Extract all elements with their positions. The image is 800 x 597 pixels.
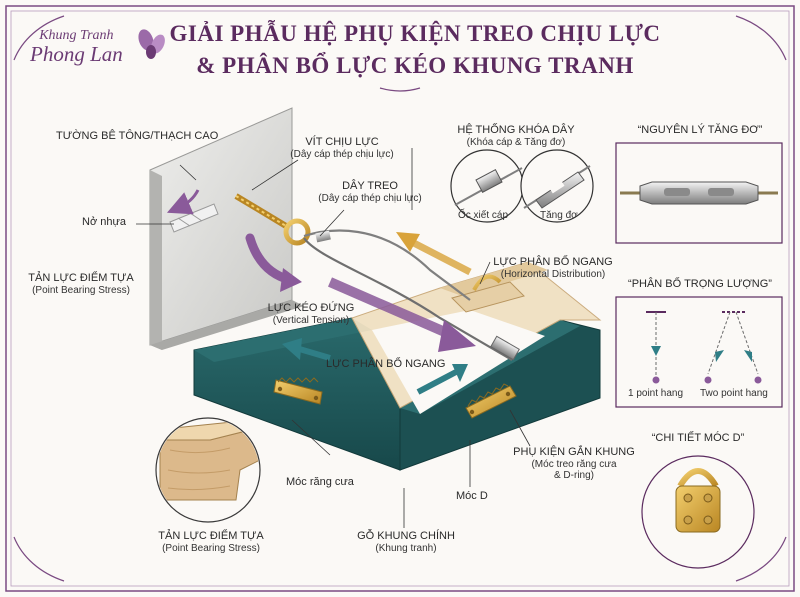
- corner-flourishes: [13, 15, 787, 582]
- one-point-label: 1 point hang: [628, 388, 684, 399]
- orchid-logo-icon: [138, 29, 165, 59]
- turnbuckle-principle-box: [615, 142, 783, 244]
- label-turnbuckle: Tăng đơ: [540, 210, 578, 221]
- label-vertical-tension: LỰC KÉO ĐỨNG(Vertical Tension): [267, 302, 355, 326]
- label-wire: DÂY TREO(Dây cáp thép chịu lực): [318, 180, 422, 204]
- teal-arrow-left: [295, 345, 331, 361]
- leader-lines: [136, 148, 531, 528]
- vertical-tension-arrow: [328, 277, 456, 341]
- wood-profile-cutout: [155, 417, 261, 523]
- turnbuckle-icon: [490, 335, 520, 361]
- teal-arrow-right: [416, 369, 458, 395]
- weight-distribution-title: “PHÂN BỔ TRỌNG LƯỢNG”: [628, 278, 772, 290]
- sawtooth-hanger-left-icon: [273, 377, 323, 405]
- label-anchor: Nở nhựa: [82, 216, 126, 228]
- logo-line1: Khung Tranh: [39, 28, 114, 43]
- anchor-force-arrow: [166, 189, 200, 215]
- label-point-stress-bottom: TẢN LỰC ĐIỂM TỰA(Point Bearing Stress): [158, 530, 264, 554]
- label-dring: Móc D: [456, 490, 488, 502]
- outer-border: [5, 5, 795, 592]
- plastic-anchor-icon: [169, 203, 219, 233]
- hanging-wire-lower: [303, 237, 513, 361]
- top-dring-mount: [451, 274, 525, 313]
- turnbuckle-inset: [520, 149, 594, 223]
- eye-screw-icon: [234, 193, 311, 246]
- title-line1: GIẢI PHẪU HỆ PHỤ KIỆN TREO CHỊU LỰC: [169, 21, 661, 46]
- page-title: GIẢI PHẪU HỆ PHỤ KIỆN TREO CHỊU LỰC & PH…: [0, 18, 800, 82]
- label-lock-system: HỆ THỐNG KHÓA DÂY(Khóa cáp & Tăng đơ): [457, 124, 575, 148]
- title-line2: & PHÂN BỔ LỰC KÉO KHUNG TRANH: [196, 53, 634, 78]
- teal-arrow-right-head: [452, 364, 468, 382]
- sawtooth-hanger-right-icon: [465, 383, 517, 419]
- dring-detail-box: [641, 455, 755, 569]
- label-fittings: PHỤ KIỆN GẮN KHUNG(Móc treo răng cưa& D-…: [513, 446, 635, 482]
- inner-border: [10, 10, 790, 587]
- label-sawtooth: Móc răng cưa: [286, 476, 354, 488]
- vertical-curve-arrow-head: [280, 268, 302, 292]
- two-point-label: Two point hang: [700, 388, 768, 399]
- wall-block: [149, 107, 304, 350]
- label-horizontal-center: LỰC PHÂN BỔ NGANG: [326, 358, 446, 370]
- label-clamp: Ốc xiết cáp: [458, 210, 509, 221]
- clamp-inset: [450, 149, 524, 223]
- horizontal-distribution-arrow: [406, 236, 472, 276]
- weight-distribution-box: [615, 296, 783, 408]
- logo-line2: Phong Lan: [30, 42, 123, 66]
- brand-logo: Khung Tranh Phong Lan: [30, 28, 123, 67]
- label-wall: TƯỜNG BÊ TÔNG/THẠCH CAO: [56, 130, 219, 142]
- teal-arrow-left-head: [282, 338, 302, 360]
- label-point-stress-top: TẢN LỰC ĐIỂM TỰA(Point Bearing Stress): [28, 272, 134, 296]
- horizontal-distribution-arrow-head: [396, 232, 420, 252]
- wire-clamp-icon: [315, 230, 331, 243]
- dring-detail-title: “CHI TIẾT MÓC D”: [651, 432, 745, 444]
- vertical-tension-arrow-head: [438, 320, 476, 352]
- turnbuckle-principle-title: “NGUYÊN LÝ TĂNG ĐƠ”: [637, 124, 763, 136]
- label-main-frame: GỖ KHUNG CHÍNH(Khung tranh): [357, 530, 455, 554]
- hanging-wire-upper: [303, 229, 471, 301]
- title-flourish: [379, 87, 421, 92]
- label-screw: VÍT CHỊU LỰC(Dây cáp thép chịu lực): [290, 136, 394, 160]
- label-horizontal-distribution: LỰC PHÂN BỔ NGANG(Horizontal Distributio…: [493, 256, 613, 280]
